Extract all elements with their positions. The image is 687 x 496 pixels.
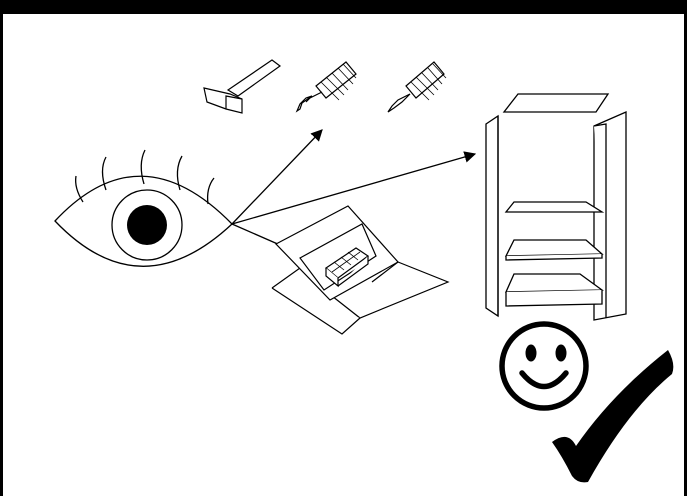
cabinet-parts-icon xyxy=(485,93,627,321)
instruction-booklet-icon xyxy=(271,205,450,335)
cabinet-shelf-1 xyxy=(504,201,605,213)
screwdriver-icon xyxy=(387,61,447,113)
cabinet-top-panel xyxy=(502,93,610,113)
cabinet-left-side xyxy=(485,114,499,318)
screwdriver-icon xyxy=(295,61,357,113)
smiley-face-icon xyxy=(499,321,589,411)
eye-icon xyxy=(54,149,233,267)
hammer-icon xyxy=(203,59,282,114)
cabinet-base xyxy=(504,273,604,293)
cabinet-shelf-2 xyxy=(504,239,604,257)
booklet-illustration xyxy=(324,247,370,288)
arrow-to-tools xyxy=(231,129,323,225)
arrow-to-cabinet xyxy=(231,151,477,225)
checkmark-icon xyxy=(552,350,674,483)
